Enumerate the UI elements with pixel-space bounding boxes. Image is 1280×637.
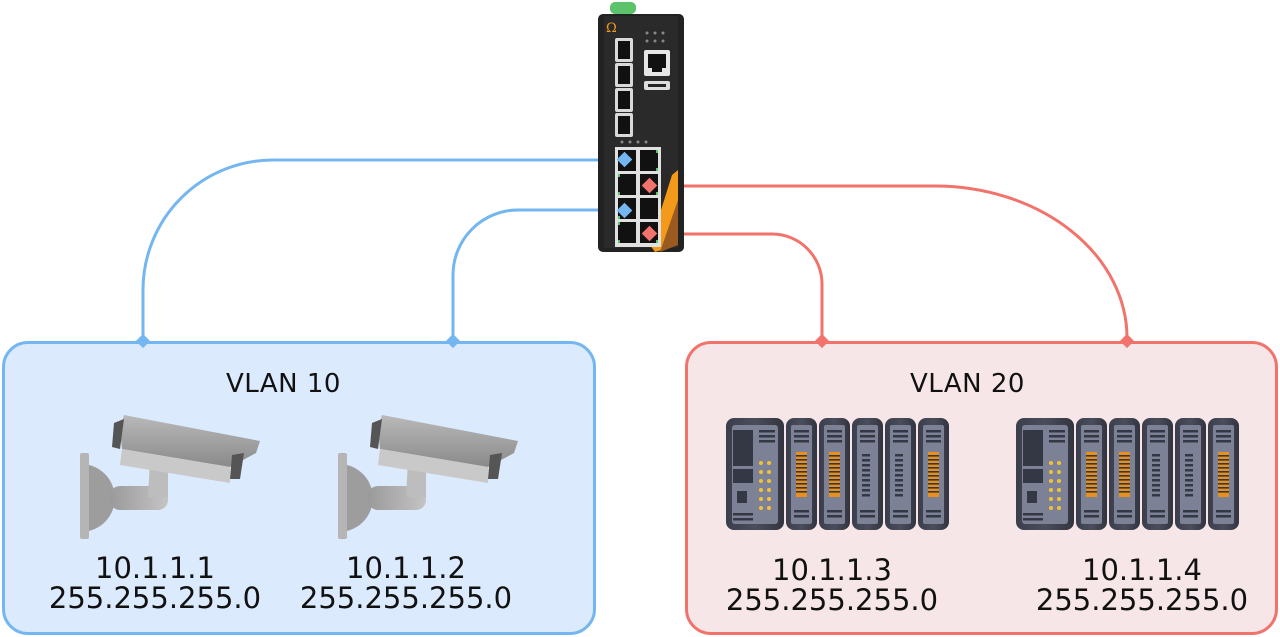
port-marker-vlan10-b (616, 202, 633, 219)
vlan20-title: VLAN 20 (910, 369, 1025, 399)
port-marker-vlan20-b (641, 225, 658, 242)
sfp-ports (615, 38, 633, 137)
camera2-ip: 10.1.1.2 (346, 551, 466, 585)
port-marker-vlan10-a (616, 151, 633, 168)
plc-rack-icon (726, 418, 949, 530)
cable-camera2 (451, 208, 625, 341)
industrial-switch: Ω (598, 2, 684, 252)
cable-plc1 (677, 232, 824, 341)
junction-plc1 (814, 333, 830, 349)
plc-rack-icon (1016, 418, 1239, 530)
plc2-mask: 255.255.255.0 (1035, 583, 1249, 617)
port-marker-vlan20-a (641, 177, 658, 194)
plc1-address: 10.1.1.3 255.255.255.0 (707, 555, 957, 615)
plc2-ip: 10.1.1.4 (1082, 553, 1202, 587)
junction-plc2 (1119, 333, 1135, 349)
camera2-mask: 255.255.255.0 (299, 581, 513, 615)
cable-camera1 (141, 158, 625, 341)
power-connector (610, 2, 636, 14)
camera1-address: 10.1.1.1 255.255.255.0 (30, 553, 280, 613)
camera1-mask: 255.255.255.0 (48, 581, 262, 615)
cable-plc2 (650, 184, 1129, 341)
junction-camera2 (445, 333, 461, 349)
camera1-ip: 10.1.1.1 (95, 551, 215, 585)
plc2-address: 10.1.1.4 255.255.255.0 (1017, 555, 1267, 615)
ip-camera-icon (80, 415, 260, 539)
omega-logo-icon: Ω (606, 21, 617, 36)
plc1-ip: 10.1.1.3 (772, 553, 892, 587)
junction-camera1 (135, 333, 151, 349)
ip-camera-icon (338, 415, 518, 539)
vlan10-title: VLAN 10 (226, 369, 341, 399)
camera2-address: 10.1.1.2 255.255.255.0 (281, 553, 531, 613)
plc1-mask: 255.255.255.0 (725, 583, 939, 617)
